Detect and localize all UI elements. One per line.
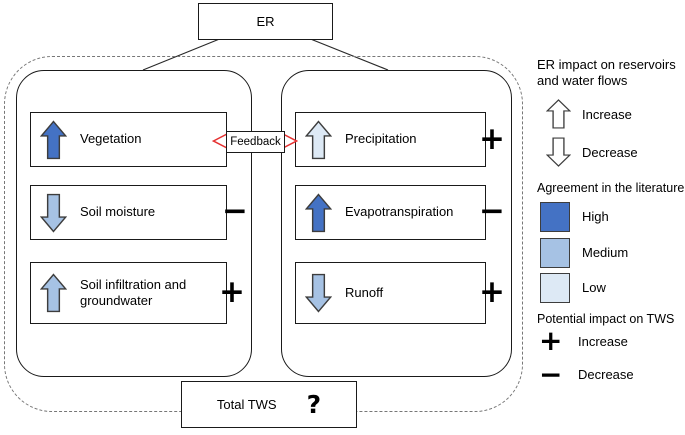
question-mark: ? bbox=[306, 390, 322, 419]
total-tws-label: Total TWS bbox=[216, 397, 277, 412]
legend-low-swatch bbox=[540, 273, 570, 303]
up-arrow-icon bbox=[304, 191, 333, 235]
legend-increase-arrow-icon bbox=[545, 99, 572, 129]
legend-decrease-arrow-icon bbox=[545, 137, 572, 167]
soil-moisture-card: Soil moisture bbox=[30, 185, 227, 240]
runoff-card: Runoff bbox=[295, 262, 486, 324]
vegetation-card: Vegetation bbox=[30, 112, 227, 167]
soil-infiltration-increase-sign: + bbox=[219, 274, 245, 310]
precipitation-label: Precipitation bbox=[345, 131, 417, 147]
legend-impact-title: ER impact on reservoirs and water flows bbox=[537, 57, 676, 89]
up-arrow-icon bbox=[304, 118, 333, 162]
feedback-label: Feedback bbox=[230, 136, 281, 148]
legend-medium-label: Medium bbox=[582, 245, 629, 260]
evapotranspiration-label: Evapotranspiration bbox=[345, 204, 454, 220]
runoff-label: Runoff bbox=[345, 284, 384, 300]
legend-tws-increase-label: Increase bbox=[578, 334, 628, 349]
soil-infiltration-label: Soil infiltration and groundwater bbox=[80, 276, 187, 308]
legend-plus-sign: + bbox=[539, 324, 563, 357]
evapotranspiration-decrease-sign: − bbox=[479, 193, 505, 229]
evapotranspiration-card: Evapotranspiration bbox=[295, 185, 486, 240]
precipitation-increase-sign: + bbox=[479, 121, 505, 157]
precipitation-card: Precipitation bbox=[295, 112, 486, 167]
legend-increase-label: Increase bbox=[582, 107, 632, 122]
legend-tws-decrease-label: Decrease bbox=[578, 367, 634, 382]
er-box: ER bbox=[198, 3, 333, 40]
right-group-box bbox=[281, 70, 512, 377]
legend-decrease-label: Decrease bbox=[582, 145, 638, 160]
legend-medium-swatch bbox=[540, 238, 570, 268]
runoff-increase-sign: + bbox=[479, 274, 505, 310]
soil-infiltration-card: Soil infiltration and groundwater bbox=[30, 262, 227, 324]
down-arrow-icon bbox=[304, 271, 333, 315]
er-label: ER bbox=[256, 14, 275, 29]
soil-moisture-decrease-sign: − bbox=[222, 193, 248, 229]
left-group-box bbox=[16, 70, 252, 377]
legend-high-label: High bbox=[582, 209, 609, 224]
soil-moisture-label: Soil moisture bbox=[80, 204, 156, 220]
legend-minus-sign: − bbox=[539, 358, 563, 391]
legend-low-label: Low bbox=[582, 280, 606, 295]
legend-agreement-title: Agreement in the literature bbox=[537, 181, 685, 195]
vegetation-label: Vegetation bbox=[80, 131, 142, 147]
legend-high-swatch bbox=[540, 202, 570, 232]
feedback-label-box: Feedback bbox=[226, 131, 285, 153]
up-arrow-icon bbox=[39, 271, 68, 315]
down-arrow-icon bbox=[39, 191, 68, 235]
up-arrow-icon bbox=[39, 118, 68, 162]
total-tws-box: Total TWS ? bbox=[181, 381, 357, 428]
legend-tws-title: Potential impact on TWS bbox=[537, 312, 675, 326]
